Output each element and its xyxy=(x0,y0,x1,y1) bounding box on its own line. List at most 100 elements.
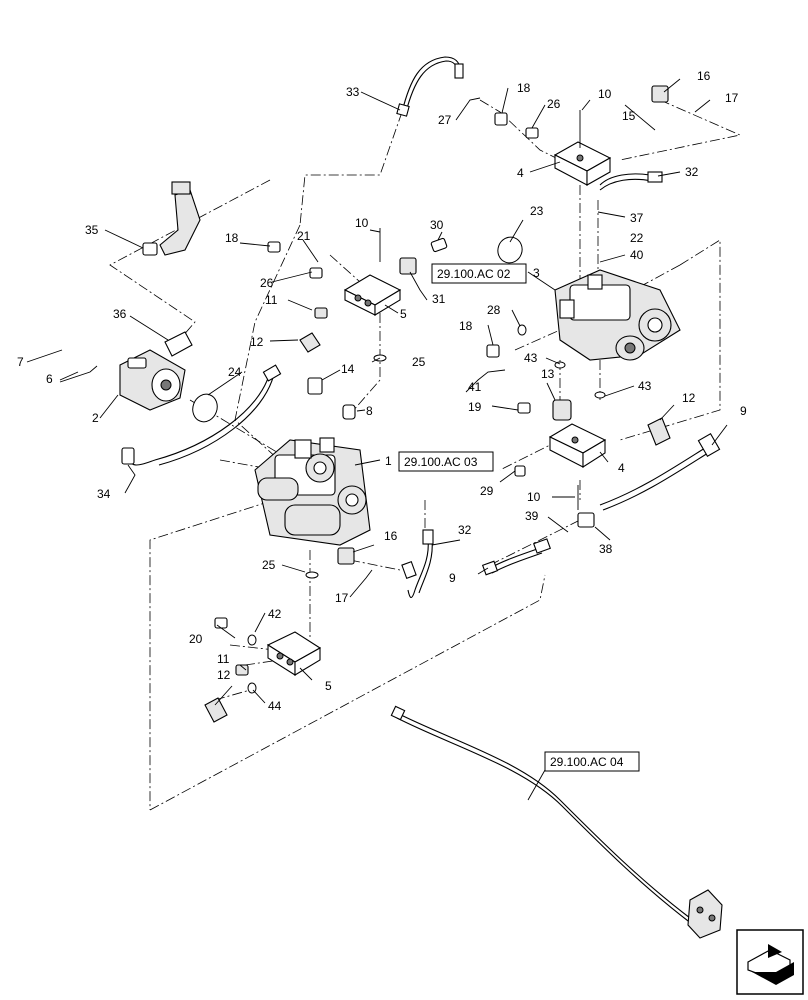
fitting-38 xyxy=(577,512,595,528)
next-page-arrow-icon[interactable] xyxy=(736,929,804,995)
block-5-upper xyxy=(343,274,402,316)
callout-28: 28 xyxy=(487,303,501,317)
callout-3: 3 xyxy=(533,266,540,280)
reference-link-ac02[interactable]: 29.100.AC 02 xyxy=(431,263,527,284)
fitting-14 xyxy=(307,377,323,395)
reference-boxes: 29.100.AC 02 29.100.AC 03 29.100.AC 04 xyxy=(398,263,640,801)
fitting-16-lower xyxy=(337,547,355,565)
callout-35: 35 xyxy=(85,223,99,237)
callout-10-top: 10 xyxy=(598,87,612,101)
callout-39: 39 xyxy=(525,509,539,523)
callout-27: 27 xyxy=(438,113,452,127)
callout-labels: 1 2 3 4 4 5 5 6 7 8 9 9 10 10 10 11 11 1… xyxy=(17,69,747,713)
reference-link-ac03[interactable]: 29.100.AC 03 xyxy=(398,451,494,472)
callout-44: 44 xyxy=(268,699,282,713)
callout-10-lower: 10 xyxy=(527,490,541,504)
callout-17-top: 17 xyxy=(725,91,739,105)
reference-link-ac04[interactable]: 29.100.AC 04 xyxy=(544,751,640,772)
callout-10-upper: 10 xyxy=(355,216,369,230)
callout-13: 13 xyxy=(541,367,555,381)
fitting-16-top xyxy=(651,85,669,103)
fitting-12-upper xyxy=(299,332,321,353)
callout-41: 41 xyxy=(468,380,482,394)
callout-33: 33 xyxy=(346,85,360,99)
reference-label-ac04: 29.100.AC 04 xyxy=(550,755,624,769)
hose-33 xyxy=(401,56,461,113)
callout-42: 42 xyxy=(268,607,282,621)
pump-1 xyxy=(254,437,371,546)
callout-34: 34 xyxy=(97,487,111,501)
callout-4-lower: 4 xyxy=(618,461,625,475)
fitting-12-lower xyxy=(204,697,228,723)
fitting-13 xyxy=(552,399,572,421)
callout-7: 7 xyxy=(17,355,24,369)
callout-8: 8 xyxy=(366,404,373,418)
callout-2: 2 xyxy=(92,411,99,425)
block-4-lower xyxy=(548,423,607,469)
fitting-11-lower xyxy=(235,664,249,676)
callout-29: 29 xyxy=(480,484,494,498)
fitting-19 xyxy=(517,402,531,414)
callout-40: 40 xyxy=(630,248,644,262)
oring-24 xyxy=(192,393,218,423)
elbow-35 xyxy=(142,181,201,256)
long-hose xyxy=(394,711,691,919)
oring-28 xyxy=(517,324,527,336)
callout-17-lower: 17 xyxy=(335,591,349,605)
callout-11-lower: 11 xyxy=(217,652,230,666)
pump-3 xyxy=(554,269,681,361)
block-4-upper xyxy=(553,141,612,186)
callout-12-lower: 12 xyxy=(217,668,231,682)
callout-4-upper: 4 xyxy=(517,166,524,180)
callout-16-top: 16 xyxy=(697,69,711,83)
callout-9-left: 9 xyxy=(449,571,456,585)
callout-15: 15 xyxy=(622,109,636,123)
callout-26-upper: 26 xyxy=(260,276,274,290)
leader-lines xyxy=(26,78,728,706)
callout-24: 24 xyxy=(228,365,242,379)
callout-32-lower: 32 xyxy=(458,523,472,537)
callout-9-right: 9 xyxy=(740,404,747,418)
callout-31: 31 xyxy=(432,292,446,306)
oring-43-upper xyxy=(554,361,566,369)
oring-42 xyxy=(247,634,257,646)
block-5-lower xyxy=(266,631,322,676)
callout-38: 38 xyxy=(599,542,613,556)
callout-18-upper: 18 xyxy=(225,231,239,245)
callout-23: 23 xyxy=(530,204,544,218)
callout-22: 22 xyxy=(630,231,644,245)
callout-19: 19 xyxy=(468,400,482,414)
callout-12-right: 12 xyxy=(682,391,696,405)
reference-label-ac02: 29.100.AC 02 xyxy=(437,267,511,281)
fitting-18-mid xyxy=(486,344,500,358)
callout-11-upper: 11 xyxy=(265,293,278,307)
callout-5-lower: 5 xyxy=(325,679,332,693)
callout-26-top: 26 xyxy=(547,97,561,111)
callout-18-mid: 18 xyxy=(459,319,473,333)
fitting-29 xyxy=(514,465,526,477)
callout-25-lower: 25 xyxy=(262,558,276,572)
callout-36: 36 xyxy=(113,307,127,321)
oring-23 xyxy=(497,236,523,264)
valve-assembly xyxy=(687,889,723,939)
callout-30: 30 xyxy=(430,218,444,232)
fitting-30 xyxy=(430,237,448,253)
fitting-18-top xyxy=(494,112,508,126)
hose-32-upper xyxy=(599,173,651,186)
fitting-26-top xyxy=(525,127,539,139)
hose-9-right xyxy=(599,447,706,506)
callout-43-lower: 43 xyxy=(638,379,652,393)
callout-5-upper: 5 xyxy=(400,307,407,321)
reference-label-ac03: 29.100.AC 03 xyxy=(404,455,478,469)
parts xyxy=(119,85,723,939)
hose-24 xyxy=(154,371,271,461)
fitting-20 xyxy=(214,617,228,629)
callout-37: 37 xyxy=(630,211,644,225)
callout-25-upper: 25 xyxy=(412,355,426,369)
callout-14: 14 xyxy=(341,362,355,376)
callout-21: 21 xyxy=(297,229,311,243)
fitting-8 xyxy=(342,404,356,420)
callout-6: 6 xyxy=(46,372,53,386)
fitting-31 xyxy=(399,257,417,275)
